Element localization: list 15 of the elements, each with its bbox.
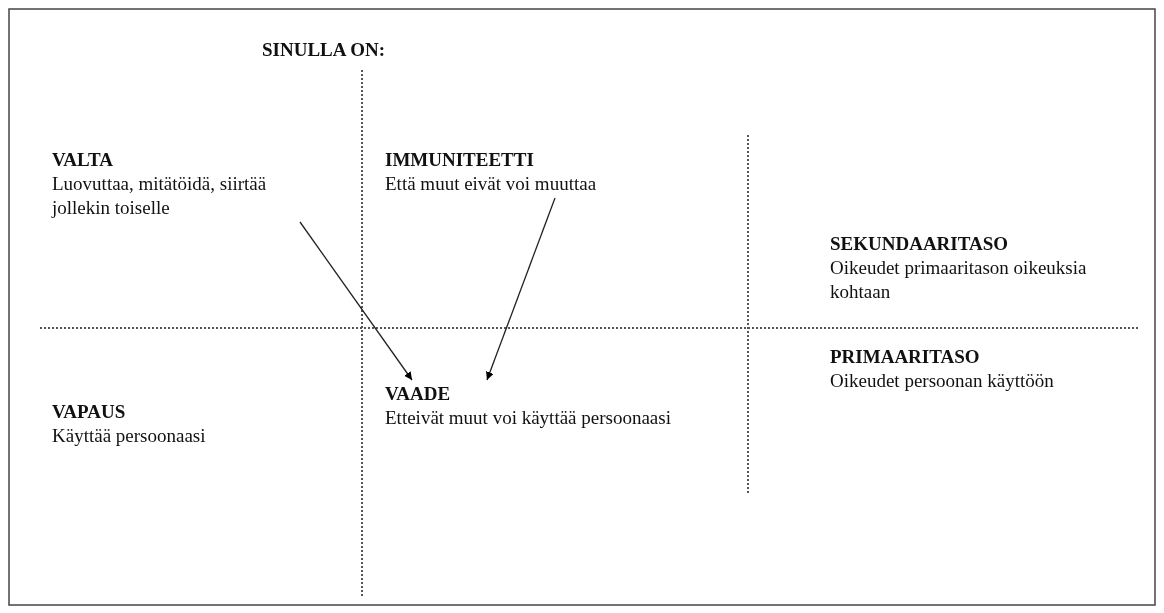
heading: VALTA — [52, 148, 113, 172]
arrow — [299, 221, 413, 381]
description: Oikeudet primaaritason oikeuksia kohtaan — [830, 256, 1088, 304]
description: Käyttää persoonaasi — [52, 424, 207, 448]
description: Että muut eivät voi muuttaa — [385, 172, 598, 196]
description: Luovuttaa, mitätöidä, siirtää jollekin toiselle — [52, 172, 268, 220]
heading: VAPAUS — [52, 400, 126, 424]
title: SINULLA ON: — [262, 38, 385, 62]
heading: PRIMAARITASO — [830, 345, 980, 369]
description: Oikeudet persoonan käyttöön — [830, 369, 1055, 393]
heading: SEKUNDAARITASO — [830, 232, 1009, 256]
heading: VAADE — [385, 382, 451, 406]
arrow — [486, 197, 556, 381]
description: Etteivät muut voi käyttää persoonaasi — [385, 406, 672, 430]
heading: IMMUNITEETTI — [385, 148, 534, 172]
